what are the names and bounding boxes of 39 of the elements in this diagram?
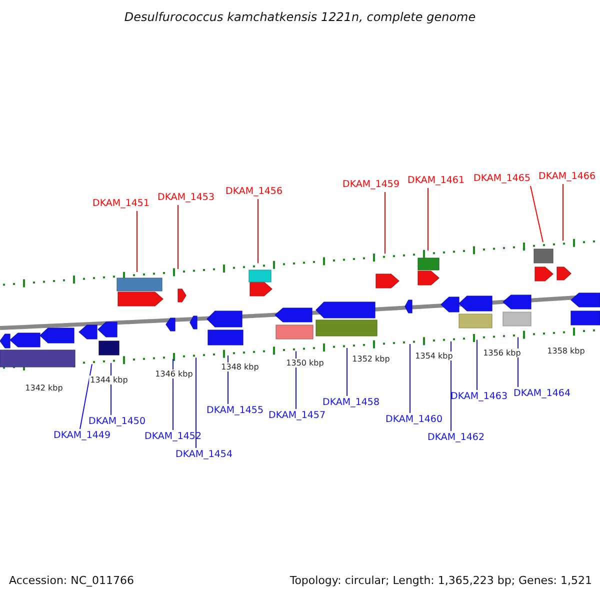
gene-label: DKAM_1457 bbox=[268, 410, 326, 422]
leader-line bbox=[450, 340, 452, 432]
gene-label: DKAM_1450 bbox=[88, 416, 146, 428]
position-label: 1346 kbp bbox=[154, 370, 194, 378]
gene-label: DKAM_1454 bbox=[176, 449, 232, 461]
accession-text: Accession: NC_011766 bbox=[9, 574, 134, 587]
gene-label: DKAM_1461 bbox=[408, 175, 464, 187]
gene-label: DKAM_1458 bbox=[322, 397, 380, 409]
position-label: 1354 kbp bbox=[414, 352, 454, 360]
leader-line bbox=[136, 210, 138, 272]
gene-label: DKAM_1453 bbox=[158, 192, 214, 204]
leader-line bbox=[562, 184, 564, 242]
position-label: 1344 kbp bbox=[89, 376, 129, 384]
gene-label: DKAM_1451 bbox=[92, 198, 150, 210]
gene-label: DKAM_1465 bbox=[474, 173, 530, 185]
gene-label: DKAM_1455 bbox=[206, 405, 264, 417]
gene-label: DKAM_1449 bbox=[54, 430, 110, 442]
leader-line bbox=[346, 348, 348, 396]
gene-label: DKAM_1462 bbox=[428, 432, 484, 444]
leader-line bbox=[80, 364, 92, 430]
tick-ring bbox=[3, 238, 595, 288]
gene-label: DKAM_1466 bbox=[538, 171, 596, 183]
position-label: 1358 kbp bbox=[546, 346, 586, 356]
position-label: 1356 kbp bbox=[482, 348, 522, 358]
gene-label: DKAM_1463 bbox=[450, 391, 508, 403]
leader-line bbox=[530, 186, 544, 243]
position-label: 1348 kbp bbox=[220, 362, 260, 372]
title: Desulfurococcus kamchatkensis 1221n, complete genome bbox=[123, 10, 477, 24]
gene-label: DKAM_1460 bbox=[386, 414, 442, 426]
leader-line bbox=[172, 358, 174, 430]
position-label: 1352 kbp bbox=[351, 354, 391, 364]
genome-info-text: Topology: circular; Length: 1,365,223 bp; Genes: 1,521 bbox=[290, 574, 592, 587]
position-label: 1342 kbp bbox=[24, 384, 64, 392]
leader-line bbox=[476, 339, 478, 390]
leader-line bbox=[384, 192, 386, 254]
position-label: 1350 kbp bbox=[285, 358, 325, 368]
gene-label: DKAM_1464 bbox=[514, 388, 570, 400]
gene-label: DKAM_1459 bbox=[342, 179, 400, 191]
gene-label: DKAM_1456 bbox=[226, 186, 282, 198]
